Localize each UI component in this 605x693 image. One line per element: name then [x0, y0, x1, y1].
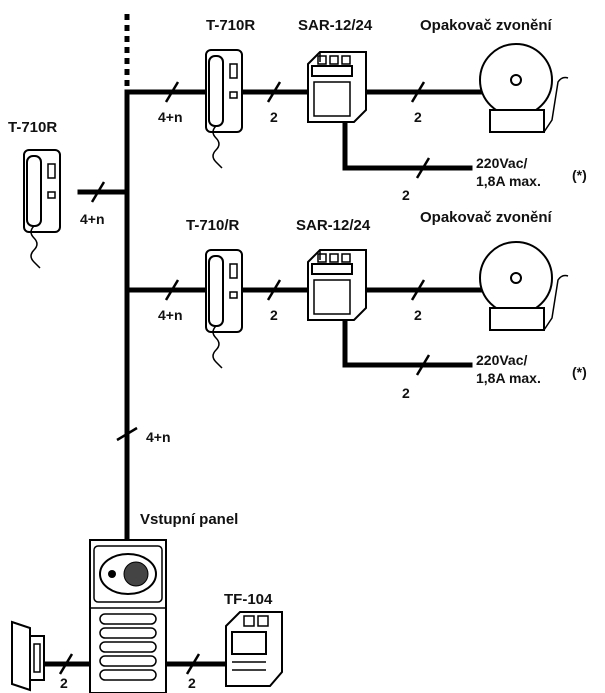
label-phone-top: T-710R [206, 17, 255, 34]
power-top-note: (*) [572, 167, 587, 183]
handset-icon [205, 49, 243, 169]
wire-count-top-power: 2 [402, 187, 410, 203]
power-top-line1: 220Vac/ [476, 155, 527, 171]
label-sar-top: SAR-12/24 [298, 17, 373, 34]
label-phone-mid: T-710/R [186, 217, 240, 234]
label-bell-mid: Opakovač zvonění [420, 209, 553, 226]
label-entry-panel: Vstupní panel [140, 511, 238, 528]
wire-count-top-bell: 2 [414, 109, 422, 125]
tick-top-phone [164, 81, 180, 103]
mid-power-wire [342, 315, 473, 368]
wire-count-left-phone: 4+n [80, 211, 105, 227]
wire-count-riser: 4+n [146, 429, 171, 445]
relay-module-icon [307, 51, 367, 123]
tick-top-power [415, 157, 431, 179]
label-phone-left: T-710R [8, 119, 57, 136]
wire-count-lock: 2 [60, 675, 68, 691]
tick-mid-power [415, 354, 431, 376]
wiring [39, 14, 483, 667]
tick-riser [116, 426, 138, 442]
tick-tf104 [185, 653, 201, 675]
wire-count-mid-phone: 4+n [158, 307, 183, 323]
bell-icon [479, 43, 569, 133]
tick-mid-phone [164, 279, 180, 301]
door-lock-icon [11, 620, 45, 692]
label-tf104: TF-104 [224, 591, 273, 608]
wire-count-mid-power: 2 [402, 385, 410, 401]
power-mid-line2: 1,8A max. [476, 370, 541, 386]
transformer-icon [225, 611, 283, 687]
wire-count-tf104: 2 [188, 675, 196, 691]
tick-mid-sar [266, 279, 282, 301]
top-power-wire [342, 109, 473, 171]
wire-count-top-phone: 4+n [158, 109, 183, 125]
wire-count-mid-bell: 2 [414, 307, 422, 323]
handset-icon [205, 249, 243, 369]
label-bell-top: Opakovač zvonění [420, 17, 553, 34]
entry-panel-icon [89, 539, 167, 693]
tick-lock [58, 653, 74, 675]
handset-icon [23, 149, 61, 269]
power-mid-note: (*) [572, 364, 587, 380]
tick-top-sar [266, 81, 282, 103]
tick-mid-bell [410, 279, 426, 301]
wire-count-top-sar: 2 [270, 109, 278, 125]
wire-ticks [58, 81, 431, 675]
tick-top-bell [410, 81, 426, 103]
tick-left-phone [90, 181, 106, 203]
wire-count-mid-sar: 2 [270, 307, 278, 323]
power-mid-line1: 220Vac/ [476, 352, 527, 368]
bell-icon [479, 241, 569, 331]
power-top-line2: 1,8A max. [476, 173, 541, 189]
relay-module-icon [307, 249, 367, 321]
label-sar-mid: SAR-12/24 [296, 217, 371, 234]
